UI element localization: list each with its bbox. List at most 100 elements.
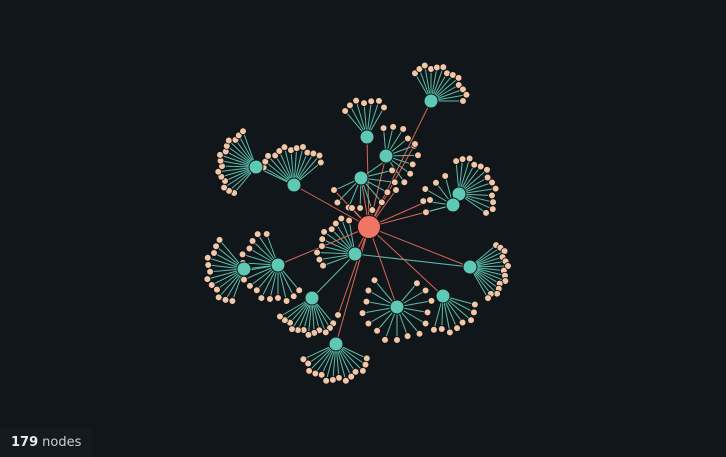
leaf-node[interactable]: [419, 197, 428, 205]
leaf-node[interactable]: [482, 209, 490, 217]
leaf-node[interactable]: [459, 85, 467, 94]
leaf-node[interactable]: [239, 127, 247, 136]
leaf-node[interactable]: [491, 184, 500, 193]
hub-node[interactable]: [304, 290, 320, 306]
leaf-node[interactable]: [476, 162, 485, 171]
leaf-node[interactable]: [214, 167, 223, 176]
leaf-node[interactable]: [423, 308, 432, 317]
leaf-node[interactable]: [408, 160, 417, 169]
leaf-node[interactable]: [414, 151, 422, 160]
leaf-node[interactable]: [415, 65, 424, 73]
leaf-node[interactable]: [317, 158, 325, 167]
leaf-node[interactable]: [346, 101, 354, 110]
leaf-node[interactable]: [228, 297, 237, 305]
leaf-node[interactable]: [305, 367, 313, 375]
leaf-node[interactable]: [322, 376, 330, 385]
leaf-node[interactable]: [240, 275, 248, 284]
leaf-node[interactable]: [393, 336, 401, 344]
leaf-node[interactable]: [215, 236, 224, 244]
leaf-node[interactable]: [266, 295, 274, 303]
leaf-node[interactable]: [370, 276, 379, 284]
leaf-node[interactable]: [264, 152, 272, 160]
leaf-node[interactable]: [332, 219, 340, 228]
leaf-node[interactable]: [321, 328, 330, 337]
leaf-node[interactable]: [421, 319, 430, 328]
leaf-node[interactable]: [280, 143, 289, 151]
hub-node[interactable]: [435, 288, 451, 304]
leaf-node[interactable]: [274, 294, 282, 302]
leaf-node[interactable]: [446, 328, 454, 337]
leaf-node[interactable]: [465, 154, 474, 163]
leaf-node[interactable]: [238, 250, 247, 259]
leaf-node[interactable]: [282, 297, 291, 305]
leaf-node[interactable]: [489, 198, 497, 206]
leaf-node[interactable]: [221, 296, 230, 304]
leaf-node[interactable]: [318, 235, 327, 243]
leaf-node[interactable]: [420, 61, 429, 70]
leaf-node[interactable]: [347, 372, 356, 381]
leaf-node[interactable]: [432, 178, 440, 187]
hub-node[interactable]: [328, 336, 344, 352]
leaf-node[interactable]: [317, 371, 326, 379]
leaf-node[interactable]: [337, 214, 346, 223]
hub-node[interactable]: [270, 257, 286, 273]
leaf-node[interactable]: [327, 225, 336, 234]
leaf-node[interactable]: [276, 312, 284, 321]
leaf-node[interactable]: [253, 230, 262, 238]
leaf-node[interactable]: [203, 275, 212, 283]
leaf-node[interactable]: [421, 286, 430, 295]
leaf-node[interactable]: [362, 297, 371, 306]
leaf-node[interactable]: [352, 96, 360, 105]
leaf-node[interactable]: [364, 319, 373, 328]
leaf-node[interactable]: [289, 292, 298, 301]
leaf-node[interactable]: [462, 90, 471, 99]
leaf-node[interactable]: [356, 204, 364, 212]
leaf-node[interactable]: [381, 336, 389, 344]
leaf-node[interactable]: [484, 294, 492, 302]
leaf-node[interactable]: [403, 332, 412, 340]
leaf-node[interactable]: [470, 160, 479, 169]
leaf-node[interactable]: [329, 376, 337, 384]
leaf-node[interactable]: [220, 183, 228, 192]
leaf-node[interactable]: [361, 360, 370, 369]
leaf-node[interactable]: [422, 208, 430, 217]
leaf-node[interactable]: [400, 178, 409, 187]
hub-node[interactable]: [347, 246, 363, 262]
leaf-node[interactable]: [292, 144, 301, 152]
leaf-node[interactable]: [299, 355, 308, 364]
leaf-node[interactable]: [360, 99, 368, 107]
leaf-node[interactable]: [389, 123, 397, 131]
leaf-node[interactable]: [359, 367, 367, 375]
hub-node[interactable]: [445, 197, 461, 213]
leaf-node[interactable]: [367, 97, 375, 106]
leaf-node[interactable]: [315, 151, 324, 160]
leaf-node[interactable]: [441, 172, 450, 180]
leaf-node[interactable]: [206, 267, 214, 276]
leaf-node[interactable]: [467, 316, 475, 324]
leaf-node[interactable]: [213, 285, 221, 294]
leaf-node[interactable]: [458, 318, 467, 327]
hub-node[interactable]: [423, 93, 439, 109]
leaf-node[interactable]: [439, 63, 448, 71]
leaf-node[interactable]: [390, 178, 399, 187]
leaf-node[interactable]: [345, 216, 353, 225]
leaf-node[interactable]: [368, 206, 377, 214]
leaf-node[interactable]: [257, 294, 266, 302]
leaf-node[interactable]: [488, 178, 496, 187]
leaf-node[interactable]: [351, 368, 360, 376]
root-node[interactable]: [357, 215, 381, 239]
leaf-node[interactable]: [483, 166, 491, 174]
leaf-node[interactable]: [378, 198, 386, 207]
leaf-node[interactable]: [383, 188, 392, 197]
leaf-node[interactable]: [288, 325, 296, 333]
leaf-node[interactable]: [358, 309, 367, 317]
leaf-node[interactable]: [452, 157, 460, 165]
hub-node[interactable]: [378, 148, 394, 164]
leaf-node[interactable]: [212, 242, 220, 251]
leaf-node[interactable]: [299, 143, 307, 151]
hub-node[interactable]: [286, 177, 302, 193]
leaf-node[interactable]: [318, 242, 326, 250]
leaf-node[interactable]: [252, 286, 261, 295]
leaf-node[interactable]: [295, 286, 304, 295]
